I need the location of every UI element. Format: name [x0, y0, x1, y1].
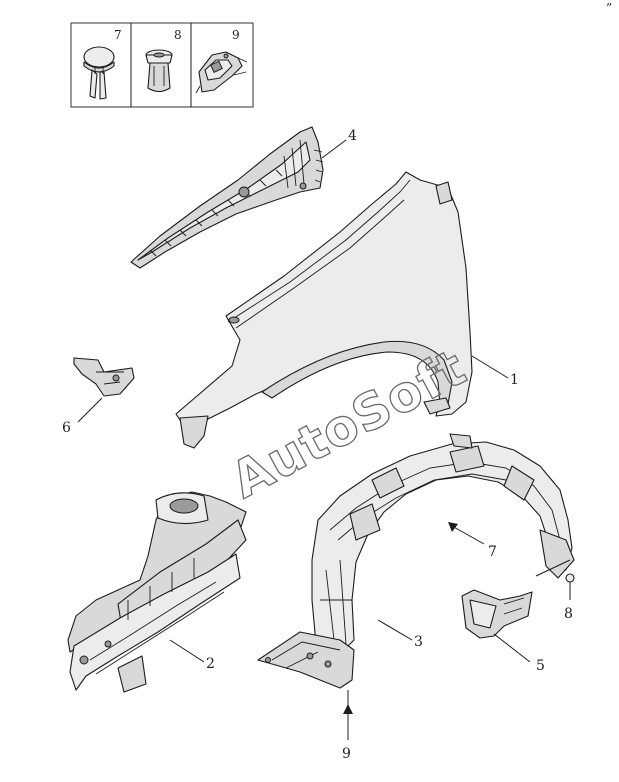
- callout-5: 5: [536, 658, 545, 674]
- corner-mark: ”: [606, 1, 612, 15]
- callout-9: 9: [342, 746, 351, 762]
- callout-4: 4: [348, 128, 357, 144]
- callout-3: 3: [414, 634, 423, 650]
- legend-number-9: 9: [232, 28, 240, 42]
- arrow-clip-7: [448, 522, 458, 532]
- front-apron-structure: [67, 491, 247, 693]
- mud-flap: [461, 589, 533, 639]
- callout-1: 1: [510, 372, 519, 388]
- legend-number-7: 7: [114, 28, 122, 42]
- fender-bracket: [73, 357, 135, 397]
- clip-grommet-placement: [565, 573, 575, 583]
- arrow-clip-9: [343, 704, 353, 714]
- wheel-house-liner: [257, 433, 575, 689]
- callout-8: 8: [564, 606, 573, 622]
- front-fender: [175, 171, 473, 449]
- clip-push-rivet-icon: [83, 46, 115, 100]
- callout-2: 2: [206, 656, 215, 672]
- callout-7: 7: [488, 544, 497, 560]
- leader-lines: [77, 139, 571, 740]
- legend-number-8: 8: [174, 28, 182, 42]
- clip-grommet-icon: [145, 49, 173, 93]
- clip-bracket-fastener-icon: [195, 51, 248, 94]
- upper-fender-rail: [130, 126, 324, 269]
- fastener-legend: 7 8 9: [70, 22, 254, 108]
- callout-6: 6: [62, 420, 71, 436]
